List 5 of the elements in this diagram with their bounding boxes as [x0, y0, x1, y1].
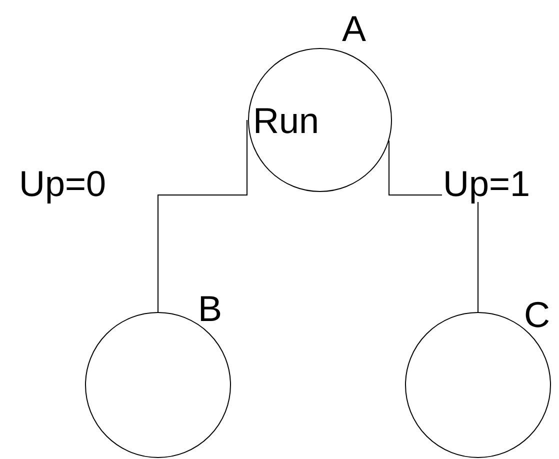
connector-line: [158, 120, 248, 312]
node-letter: C: [524, 297, 550, 333]
node-letter: A: [342, 11, 366, 47]
node-letter: B: [198, 291, 222, 327]
node-label: Run: [253, 103, 320, 139]
